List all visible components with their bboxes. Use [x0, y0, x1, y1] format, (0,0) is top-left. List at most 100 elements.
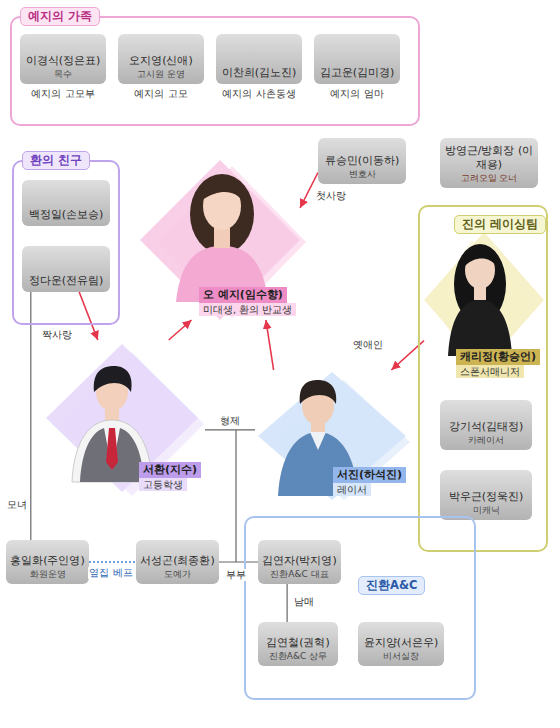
person-card: 박우근(정욱진)미캐닉: [440, 470, 532, 520]
group-tab: 예지의 가족: [20, 7, 100, 26]
edge-label: 모녀: [6, 499, 28, 511]
relation-line: [30, 292, 31, 540]
relation-text: 예지의 고모: [134, 87, 187, 100]
person-card: 윤지양(서은우)비서실장: [358, 622, 444, 666]
person-name: 강기석(김태정): [449, 420, 524, 434]
edge-label: 옛애인: [352, 339, 384, 351]
name-plate: 서진(하석진)레이서: [333, 467, 406, 496]
name-plate: 오 예지(임수향)미대생, 환의 반교생: [199, 287, 296, 316]
person-role: 변호사: [349, 168, 376, 180]
person-name: 김연철(권혁): [266, 636, 330, 650]
edge-label: 형제: [219, 415, 241, 427]
relation-holder: 예지의 고모: [134, 87, 187, 100]
person-role: 카레이서: [468, 434, 504, 446]
relation-arrow: [79, 292, 98, 340]
person-name: 박우근(정욱진): [449, 490, 524, 504]
carrie-portrait: [424, 232, 544, 368]
person-name: 김연자(박지영): [262, 554, 337, 568]
person-name: 정다운(전유림): [29, 274, 104, 288]
relation-line: [205, 429, 255, 430]
person-name: 백정일(손보승): [29, 208, 104, 222]
character-portrait: 서환(지수)고등학생: [40, 340, 205, 495]
character-role: 미대생, 환의 반교생: [199, 303, 296, 316]
hwan-portrait: [106, 428, 118, 470]
group-frame: 진의 레이싱팀캐리정(황승언)스폰서매니저강기석(김태정)카레이서박우근(정욱진…: [418, 205, 548, 552]
yeji-portrait: [190, 174, 254, 254]
person-card: 서성곤(최종환)도예가: [136, 540, 219, 584]
relation-holder: 예지의 엄마: [330, 87, 383, 100]
yeji-portrait: [202, 176, 243, 202]
person-role: 도예가: [164, 568, 191, 580]
carrie-portrait: [424, 232, 544, 368]
hwan-portrait: [94, 366, 132, 392]
person-role: 진환A&C 상무: [269, 650, 327, 662]
relation-text: 예지의 고모부: [31, 87, 94, 100]
group-tab: 환의 친구: [22, 151, 90, 170]
person-card: 김연자(박지영)진환A&C 대표: [258, 540, 341, 584]
person-role: 고려오일 오너: [461, 172, 518, 184]
jin-portrait: [300, 380, 337, 404]
edge-label: 부부: [225, 569, 247, 581]
group-heading: 진의 레이싱팀: [454, 215, 546, 234]
jin-portrait: [310, 432, 326, 450]
character-portrait: 캐리정(황승언)스폰서매니저: [424, 234, 544, 382]
carrie-portrait: [465, 246, 496, 266]
group-frame: 환의 친구백정일(손보승)정다운(전유림): [12, 160, 120, 325]
person-role: 고시원 운영: [137, 68, 185, 80]
person-card: 오지영(신애)고시원 운영예지의 고모: [118, 34, 204, 84]
person-card: 방영근/방회장 (이재용)고려오일 오너: [440, 138, 538, 188]
person-card: 홍일화(주인영)화원운영: [6, 540, 89, 584]
person-name: 이찬희(김노진): [222, 66, 297, 80]
group-frame: 예지의 가족이경식(정은표)목수예지의 고모부오지영(신애)고시원 운영예지의 …: [10, 16, 420, 126]
jin-portrait: [258, 372, 410, 500]
edge-label: 첫사랑: [315, 190, 347, 202]
character-name: 캐리정(황승언): [456, 349, 540, 365]
person-card: 강기석(김태정)카레이서: [440, 400, 532, 450]
person-card: 백정일(손보승): [22, 180, 110, 226]
character-role: 레이서: [333, 483, 371, 496]
carrie-portrait: [448, 300, 512, 356]
relation-arrow: [169, 320, 192, 340]
edge-label: 짝사랑: [41, 329, 73, 341]
group-frame: 진환A&C 김연자(박지영)진환A&C 대표김연철(권혁)진환A&C 상무 윤지양(…: [244, 516, 476, 700]
relation-text: 예지의 엄마: [330, 87, 383, 100]
person-role: 진환A&C 대표: [270, 568, 328, 580]
person-name: 서성곤(최종환): [140, 554, 215, 568]
person-card: 김연철(권혁)진환A&C 상무: [258, 622, 338, 666]
group-heading: 예지의 가족: [20, 7, 100, 26]
person-name: 김고운(김미경): [320, 66, 395, 80]
edge-label: 옆집 베프: [88, 567, 133, 579]
person-name: 류승민(이동하): [325, 154, 400, 168]
character-portrait: 오 예지(임수향)미대생, 환의 반교생: [145, 160, 300, 320]
person-name: 홍일화(주인영): [10, 554, 85, 568]
person-card: 류승민(이동하)변호사: [318, 138, 406, 184]
jin-portrait: [258, 372, 406, 500]
relation-text: 예지의 사촌동생: [222, 87, 295, 100]
person-role: 미캐닉: [473, 504, 500, 516]
hwan-portrait: [80, 428, 144, 482]
yeji-portrait: [140, 160, 306, 320]
group-heading: 환의 친구: [22, 151, 90, 170]
person-name: 오지영(신애): [129, 54, 193, 68]
yeji-portrait: [214, 228, 230, 248]
character-portrait: 서진(하석진)레이서: [255, 370, 410, 500]
family-drop-line: [235, 430, 236, 562]
group-heading: 진환A&C: [358, 576, 425, 595]
name-plate: 서환(지수)고등학생: [139, 462, 201, 491]
person-card: 김고운(김미경)예지의 엄마: [314, 34, 400, 84]
person-role: 목수: [54, 68, 72, 80]
yeji-portrait: [140, 160, 300, 320]
person-name: 윤지양(서은우): [364, 636, 439, 650]
relation-arrow: [266, 320, 274, 370]
character-role: 스폰서매니저: [456, 365, 524, 378]
person-name: 방영근/방회장 (이재용): [443, 144, 535, 172]
character-role: 고등학생: [139, 478, 187, 491]
character-name: 오 예지(임수향): [199, 287, 287, 303]
relation-holder: 예지의 고모부: [31, 87, 94, 100]
person-name: 이경식(정은표): [26, 54, 101, 68]
person-card: 이찬희(김노진)예지의 사촌동생: [216, 34, 302, 84]
relation-holder: 예지의 사촌동생: [222, 87, 295, 100]
relation-line: [219, 561, 258, 562]
person-role: 비서실장: [383, 650, 419, 662]
